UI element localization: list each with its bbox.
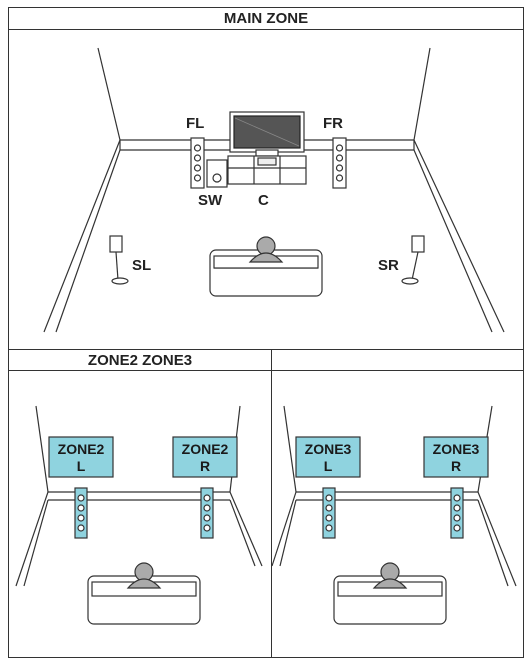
header-divider (271, 350, 272, 370)
zone2-right-label-line2: R (200, 458, 210, 474)
sw-label: SW (198, 192, 223, 209)
zone3-sofa (333, 562, 447, 625)
subwoofer (206, 159, 228, 188)
zone2-left-speaker (74, 487, 88, 539)
fr-speaker (332, 137, 347, 189)
zone2-sofa (87, 562, 201, 625)
zone3-right-label-box (423, 436, 489, 478)
zone3-right-speaker (450, 487, 464, 539)
sr-label: SR (378, 257, 399, 274)
main-zone-header: MAIN ZONE (9, 8, 523, 30)
zone2-room-walls (15, 405, 263, 587)
fl-speaker (190, 137, 205, 189)
sr-speaker (401, 235, 425, 285)
zone2-left-label-box (48, 436, 114, 478)
sl-label: SL (132, 257, 151, 274)
main-room-walls (43, 47, 505, 333)
zone3-left-label-line2: L (324, 458, 333, 474)
zone3-right-label-line1: ZONE3 (433, 441, 480, 457)
zone2-left-label-line1: ZONE2 (58, 441, 105, 457)
fl-label: FL (186, 115, 204, 132)
sl-speaker (109, 235, 129, 285)
fr-label: FR (323, 115, 343, 132)
zone3-left-label-line1: ZONE3 (305, 441, 352, 457)
zone2-right-label-line1: ZONE2 (182, 441, 229, 457)
zone3-right-label-line2: R (451, 458, 461, 474)
zone3-left-speaker (322, 487, 336, 539)
zone2-right-speaker (200, 487, 214, 539)
zone3-left-label-box (295, 436, 361, 478)
main-zone-title: MAIN ZONE (223, 10, 309, 27)
tv (227, 111, 307, 185)
zone3-room-walls (271, 405, 517, 587)
zone23-header: ZONE2 ZONE3 (9, 349, 523, 371)
zone-divider (271, 371, 272, 657)
zone2-left-label-line2: L (77, 458, 86, 474)
zone23-title: ZONE2 ZONE3 (87, 351, 193, 369)
main-sofa (209, 236, 323, 297)
c-label: C (258, 192, 269, 209)
zone2-right-label-box (172, 436, 238, 478)
